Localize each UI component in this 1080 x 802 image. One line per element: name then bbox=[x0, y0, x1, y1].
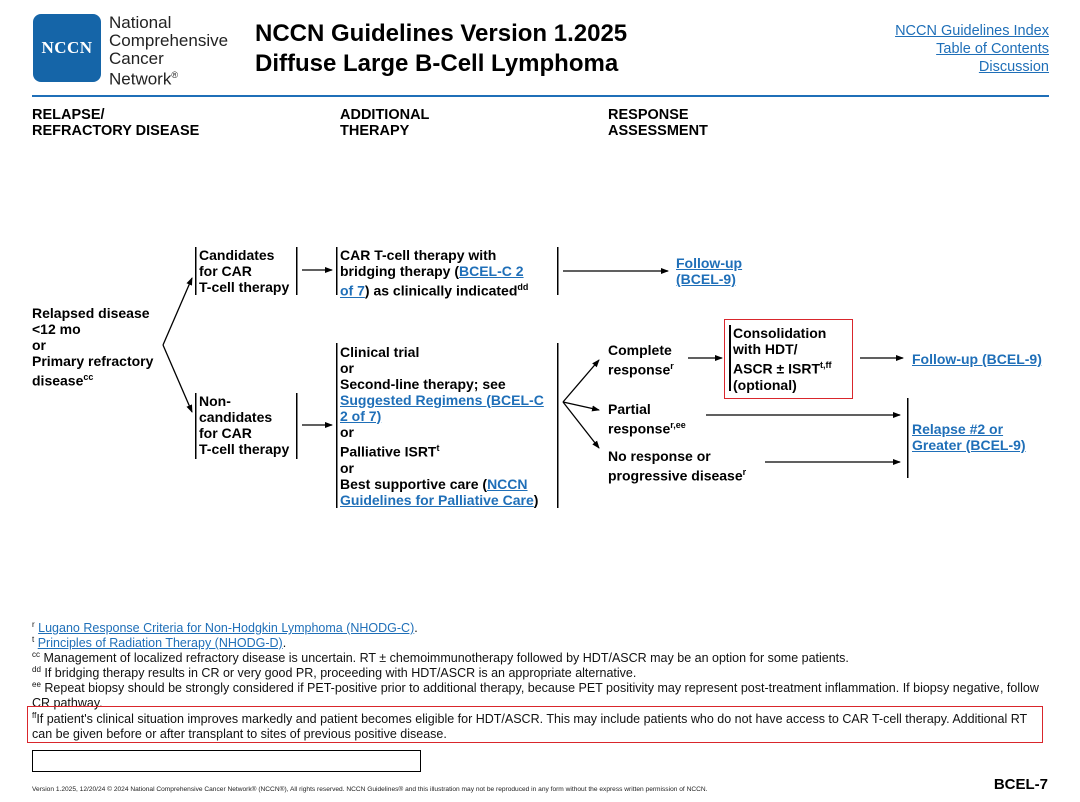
org-name-line-4: Network® bbox=[109, 69, 178, 89]
radiation-principles-link[interactable]: Principles of Radiation Therapy (NHODG-D… bbox=[37, 636, 283, 651]
footnote-dd: dd If bridging therapy results in CR or … bbox=[32, 665, 637, 681]
suggested-regimens-link-cont[interactable]: 2 of 7) bbox=[340, 408, 382, 424]
column-header-relapse: RELAPSE/REFRACTORY DISEASE bbox=[32, 107, 200, 139]
no-response-node: No response or progressive diseaser bbox=[608, 448, 747, 484]
consolidation-bar bbox=[729, 325, 731, 391]
footnote-r: r Lugano Response Criteria for Non-Hodgk… bbox=[32, 620, 418, 636]
page-title: NCCN Guidelines Version 1.2025 bbox=[255, 20, 628, 47]
footnote-ff: ffIf patient's clinical situation improv… bbox=[32, 711, 1027, 742]
org-name-line-2: Comprehensive bbox=[109, 31, 229, 50]
page-code: BCEL-7 bbox=[993, 776, 1048, 793]
top-links: NCCN Guidelines Index Table of Contents … bbox=[895, 22, 1049, 76]
suggested-regimens-link[interactable]: Suggested Regimens (BCEL-C bbox=[340, 392, 544, 408]
follow-up-link-right[interactable]: Follow-up (BCEL-9) bbox=[912, 351, 1042, 367]
blank-box bbox=[32, 750, 421, 772]
footnote-cc: cc Management of localized refractory di… bbox=[32, 650, 849, 666]
car-t-therapy-node: CAR T-cell therapy with bridging therapy… bbox=[340, 247, 529, 299]
guidelines-index-link[interactable]: NCCN Guidelines Index bbox=[895, 23, 1049, 39]
org-name-line-3: Cancer bbox=[109, 49, 164, 68]
palliative-care-link[interactable]: NCCN bbox=[487, 475, 528, 492]
copyright-notice: Version 1.2025, 12/20/24 © 2024 National… bbox=[32, 786, 708, 793]
table-of-contents-link[interactable]: Table of Contents bbox=[936, 41, 1049, 57]
header-divider bbox=[32, 95, 1049, 97]
palliative-care-link-cont[interactable]: Guidelines for Palliative Care bbox=[340, 491, 534, 508]
discussion-link[interactable]: Discussion bbox=[978, 59, 1049, 75]
candidates-node: Candidates for CAR T-cell therapy bbox=[199, 247, 290, 295]
follow-up-link-top[interactable]: Follow-up (BCEL-9) bbox=[676, 255, 743, 287]
therapy-options-node: Clinical trial or Second-line therapy; s… bbox=[340, 344, 544, 508]
bcel-c-link-cont[interactable]: of 7 bbox=[340, 282, 365, 299]
partial-response-node: Partial responser,ee bbox=[608, 401, 686, 437]
relapsed-disease-node: Relapsed disease <12 mo or Primary refra… bbox=[32, 305, 154, 389]
footnote-t: t Principles of Radiation Therapy (NHODG… bbox=[32, 635, 287, 651]
relapse-2-link[interactable]: Relapse #2 or Greater (BCEL-9) bbox=[912, 421, 1026, 453]
complete-response-node: Complete responser bbox=[608, 342, 674, 378]
footnote-ff-highlight-box bbox=[27, 706, 1043, 743]
bcel-c-link[interactable]: BCEL-C 2 bbox=[459, 263, 524, 279]
page-subtitle: Diffuse Large B-Cell Lymphoma bbox=[255, 50, 619, 77]
nccn-logo: NCCN bbox=[33, 14, 101, 82]
consolidation-node: Consolidation with HDT/ ASCR ± ISRTt,ff … bbox=[733, 325, 832, 393]
consolidation-highlight-box bbox=[724, 319, 853, 399]
non-candidates-node: Non- candidates for CAR T-cell therapy bbox=[199, 393, 290, 457]
logo-text: NCCN bbox=[41, 38, 93, 57]
lugano-criteria-link[interactable]: Lugano Response Criteria for Non-Hodgkin… bbox=[38, 621, 415, 636]
org-name-line-1: National bbox=[109, 13, 172, 32]
